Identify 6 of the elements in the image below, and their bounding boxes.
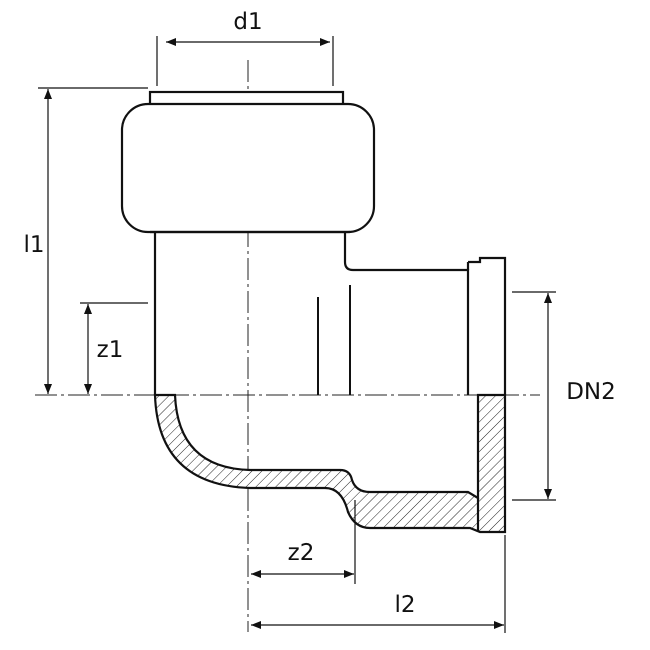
dimension-label: z1 <box>96 337 124 363</box>
dimension-label: l2 <box>394 592 416 618</box>
dimension-label: d1 <box>233 9 263 35</box>
dimension-label: z2 <box>288 540 314 566</box>
dimension-label: DN2 <box>566 379 616 405</box>
dimension-label: l1 <box>23 232 45 258</box>
